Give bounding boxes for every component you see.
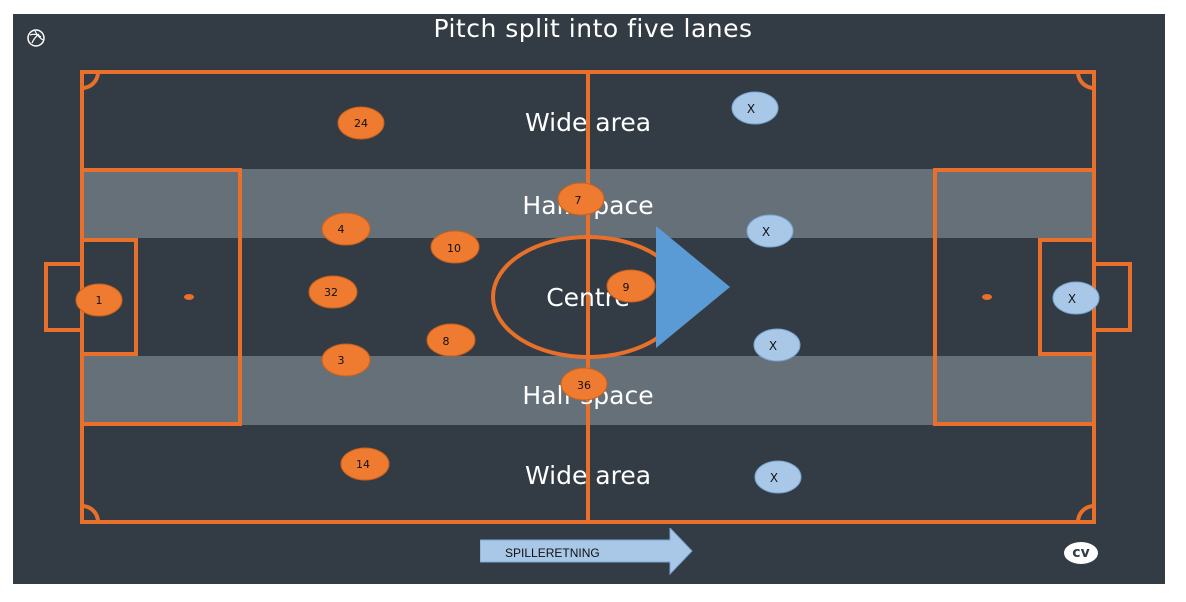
cv-logo-icon: cv [1064, 542, 1098, 564]
team-player: 4 [321, 212, 371, 246]
player-number: 36 [577, 379, 591, 392]
football-icon [27, 29, 45, 47]
direction-label: SPILLERETNING [505, 546, 600, 560]
team-player: 7 [557, 182, 605, 216]
corner-arc-top-left [81, 71, 100, 90]
player-number: 32 [324, 286, 338, 299]
team-player: 10 [430, 230, 480, 264]
team-player: 24 [337, 106, 385, 140]
opponent-label: X [770, 471, 778, 485]
lane-label-wide-bottom: Wide area [525, 461, 651, 490]
player-number: 8 [443, 335, 450, 348]
page-title: Pitch split into five lanes [433, 14, 753, 43]
play-direction-triangle [656, 226, 730, 348]
opponent-marker: X [731, 91, 779, 125]
corner-arc-bottom-right [1076, 504, 1095, 523]
opponents: X X X X X [731, 91, 1100, 494]
opponent-label: X [747, 102, 755, 116]
opponent-marker: X [746, 214, 794, 248]
player-number: 9 [623, 281, 630, 294]
team-player: 9 [606, 269, 656, 303]
team-player: 3 [321, 343, 371, 377]
player-number: 10 [447, 242, 461, 255]
opponent-label: X [769, 339, 777, 353]
team-player: 32 [308, 275, 358, 309]
opponent-marker: X [1052, 281, 1100, 315]
penalty-spot-left [184, 294, 194, 300]
player-number: 24 [354, 117, 368, 130]
penalty-spot-right [982, 294, 992, 300]
team-player: 1 [75, 283, 123, 317]
team-players: 1 24 4 32 3 14 10 8 [75, 106, 656, 481]
corner-arc-bottom-left [81, 504, 100, 523]
team-player: 8 [426, 323, 476, 357]
corner-arc-top-right [1076, 71, 1095, 90]
player-number: 7 [575, 194, 582, 207]
player-number: 14 [356, 458, 370, 471]
team-player: 14 [340, 447, 390, 481]
opponent-label: X [762, 225, 770, 239]
team-player: 36 [560, 367, 608, 401]
lane-label-wide-top: Wide area [525, 108, 651, 137]
opponent-marker: X [754, 460, 802, 494]
player-number: 1 [96, 294, 103, 307]
player-number: 4 [338, 223, 345, 236]
direction-arrow [480, 528, 693, 576]
player-number: 3 [338, 354, 345, 367]
opponent-marker: X [753, 328, 801, 362]
opponent-label: X [1068, 292, 1076, 306]
